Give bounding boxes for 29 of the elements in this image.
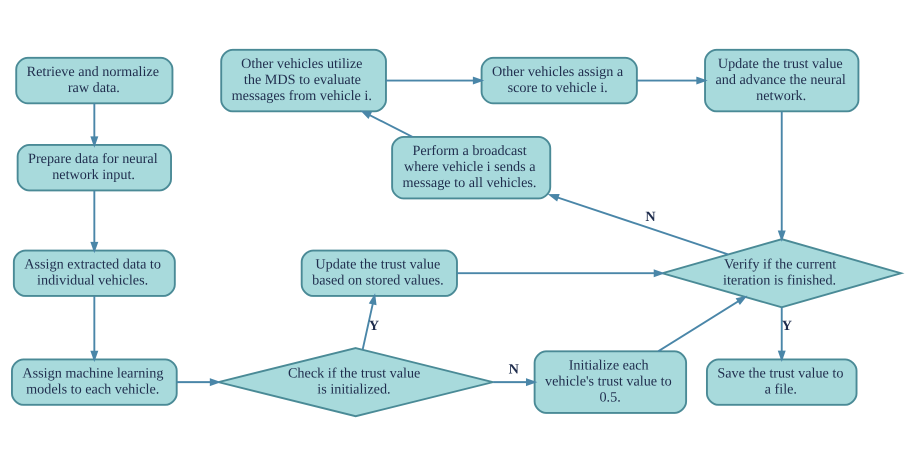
arrow [637, 76, 708, 84]
node-box: Other vehicles assign a score to vehicle i. [480, 56, 638, 104]
edge-label: N [645, 208, 656, 225]
arrow [778, 306, 786, 362]
node-box: Update the trust value and advance the neural network. [704, 48, 860, 112]
edge-label: N [508, 361, 519, 378]
node-box: Retrieve and normalize raw data. [15, 56, 174, 104]
arrow [362, 292, 377, 350]
node-box: Initialize each vehicle's trust value to 0.5. [534, 350, 688, 414]
arrow [176, 378, 222, 386]
arrow [360, 110, 413, 138]
node-diamond: Check if the trust value is initialized. [217, 346, 494, 417]
node-box: Assign machine learning models to each vehicle. [11, 358, 178, 406]
arrow [778, 111, 786, 242]
node-box: Assign extracted data to individual vehicles. [12, 249, 176, 296]
arrow [90, 296, 98, 362]
arrow [90, 102, 98, 148]
node-box: Update the trust value based on stored values. [300, 249, 458, 296]
node-box: Perform a broadcast where vehicle i sends a message to all vehicles. [391, 135, 552, 199]
arrow [548, 193, 728, 255]
arrow [658, 295, 748, 352]
arrow [90, 190, 98, 253]
arrow [386, 76, 484, 84]
node-box: Prepare data for neural network input. [16, 144, 172, 191]
edge-label: Y [368, 318, 380, 334]
node-box: Save the trust value to a file. [706, 358, 858, 406]
node-box: Other vehicles utilize the MDS to evaluate messages from vehicle i. [220, 48, 387, 112]
arrow [457, 268, 666, 277]
arrow [493, 378, 538, 386]
